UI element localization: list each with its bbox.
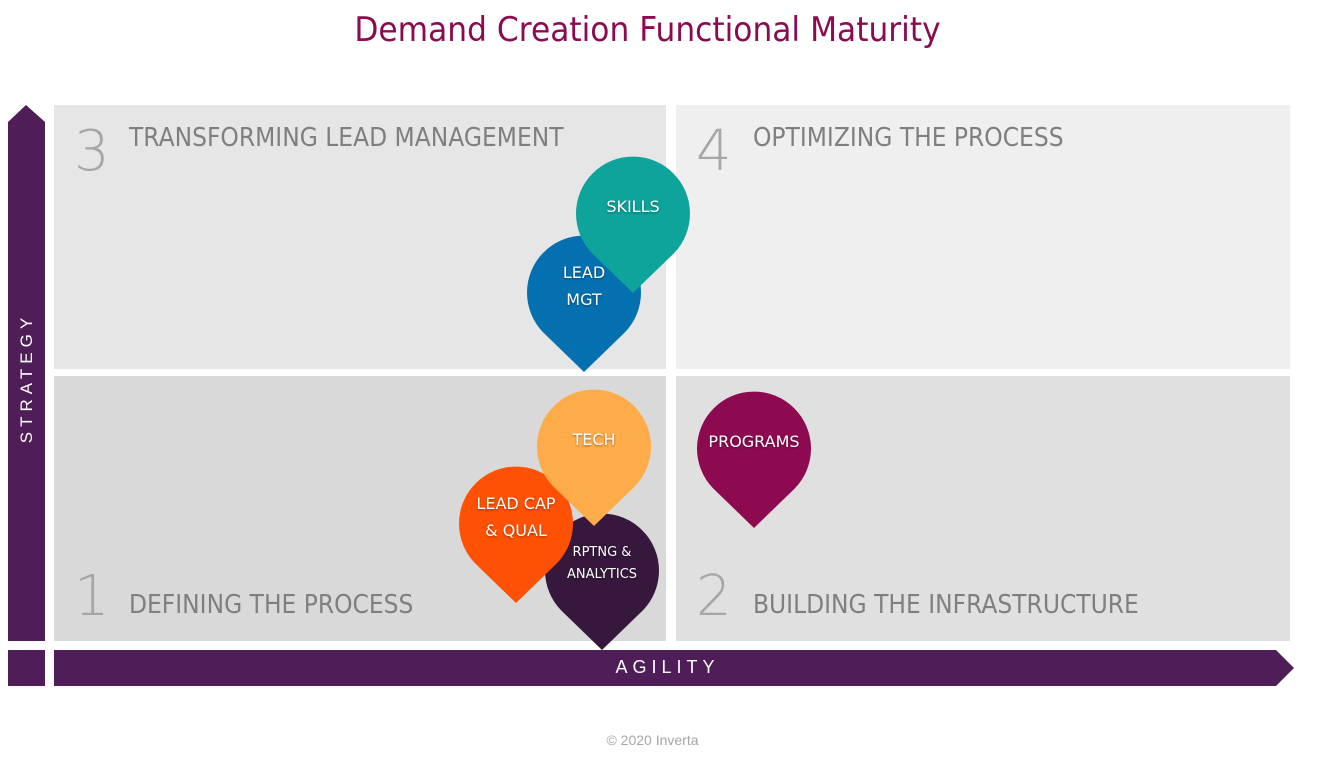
pin-label-line: ANALYTICS (566, 566, 638, 582)
strategy-axis-arrow (8, 105, 45, 641)
pin-marker (537, 389, 651, 526)
pin-label: TECH (534, 426, 654, 453)
copyright-footer: © 2020 Inverta (606, 732, 699, 748)
quadrant-number: 4 (696, 119, 732, 184)
pin-label-line: LEAD CAP (476, 493, 556, 513)
pin-label: PROGRAMS (694, 428, 814, 455)
pin-marker (576, 156, 691, 293)
agility-axis-label: AGILITY (615, 657, 720, 677)
pin-label-line: PROGRAMS (708, 432, 800, 452)
quadrant-number: 1 (74, 564, 110, 629)
pin-label-line: & QUAL (485, 520, 547, 540)
axis-corner-block (8, 650, 45, 686)
quadrant-label: OPTIMIZING THE PROCESS (753, 123, 1064, 153)
pin-label: LEAD MGT (524, 259, 644, 313)
pin-label-line: LEAD (562, 262, 606, 282)
strategy-axis-label: STRATEGY (17, 312, 36, 444)
pin-label: LEAD CAP & QUAL (456, 490, 576, 544)
pin-marker (458, 466, 573, 603)
pin-marker (697, 391, 811, 528)
pin-label-line: MGT (566, 289, 602, 309)
quadrant-number: 3 (74, 119, 110, 184)
pin-label-line: TECH (572, 430, 616, 450)
quadrant-label: BUILDING THE INFRASTRUCTURE (753, 590, 1139, 620)
quadrant-number: 2 (696, 564, 732, 629)
quadrant-label: TRANSFORMING LEAD MANAGEMENT (129, 123, 564, 153)
page-title: Demand Creation Functional Maturity (354, 10, 941, 50)
pin-label-line: SKILLS (606, 197, 660, 217)
pin-label: RPTNG & ANALYTICS (542, 542, 662, 586)
agility-axis-arrow (54, 650, 1294, 686)
quadrant-label: DEFINING THE PROCESS (129, 590, 414, 620)
pin-label-line: RPTNG & (572, 544, 632, 560)
quadrant-4: 4 OPTIMIZING THE PROCESS (676, 105, 1290, 369)
pin-label: SKILLS (573, 193, 693, 220)
pin-marker (545, 513, 659, 650)
